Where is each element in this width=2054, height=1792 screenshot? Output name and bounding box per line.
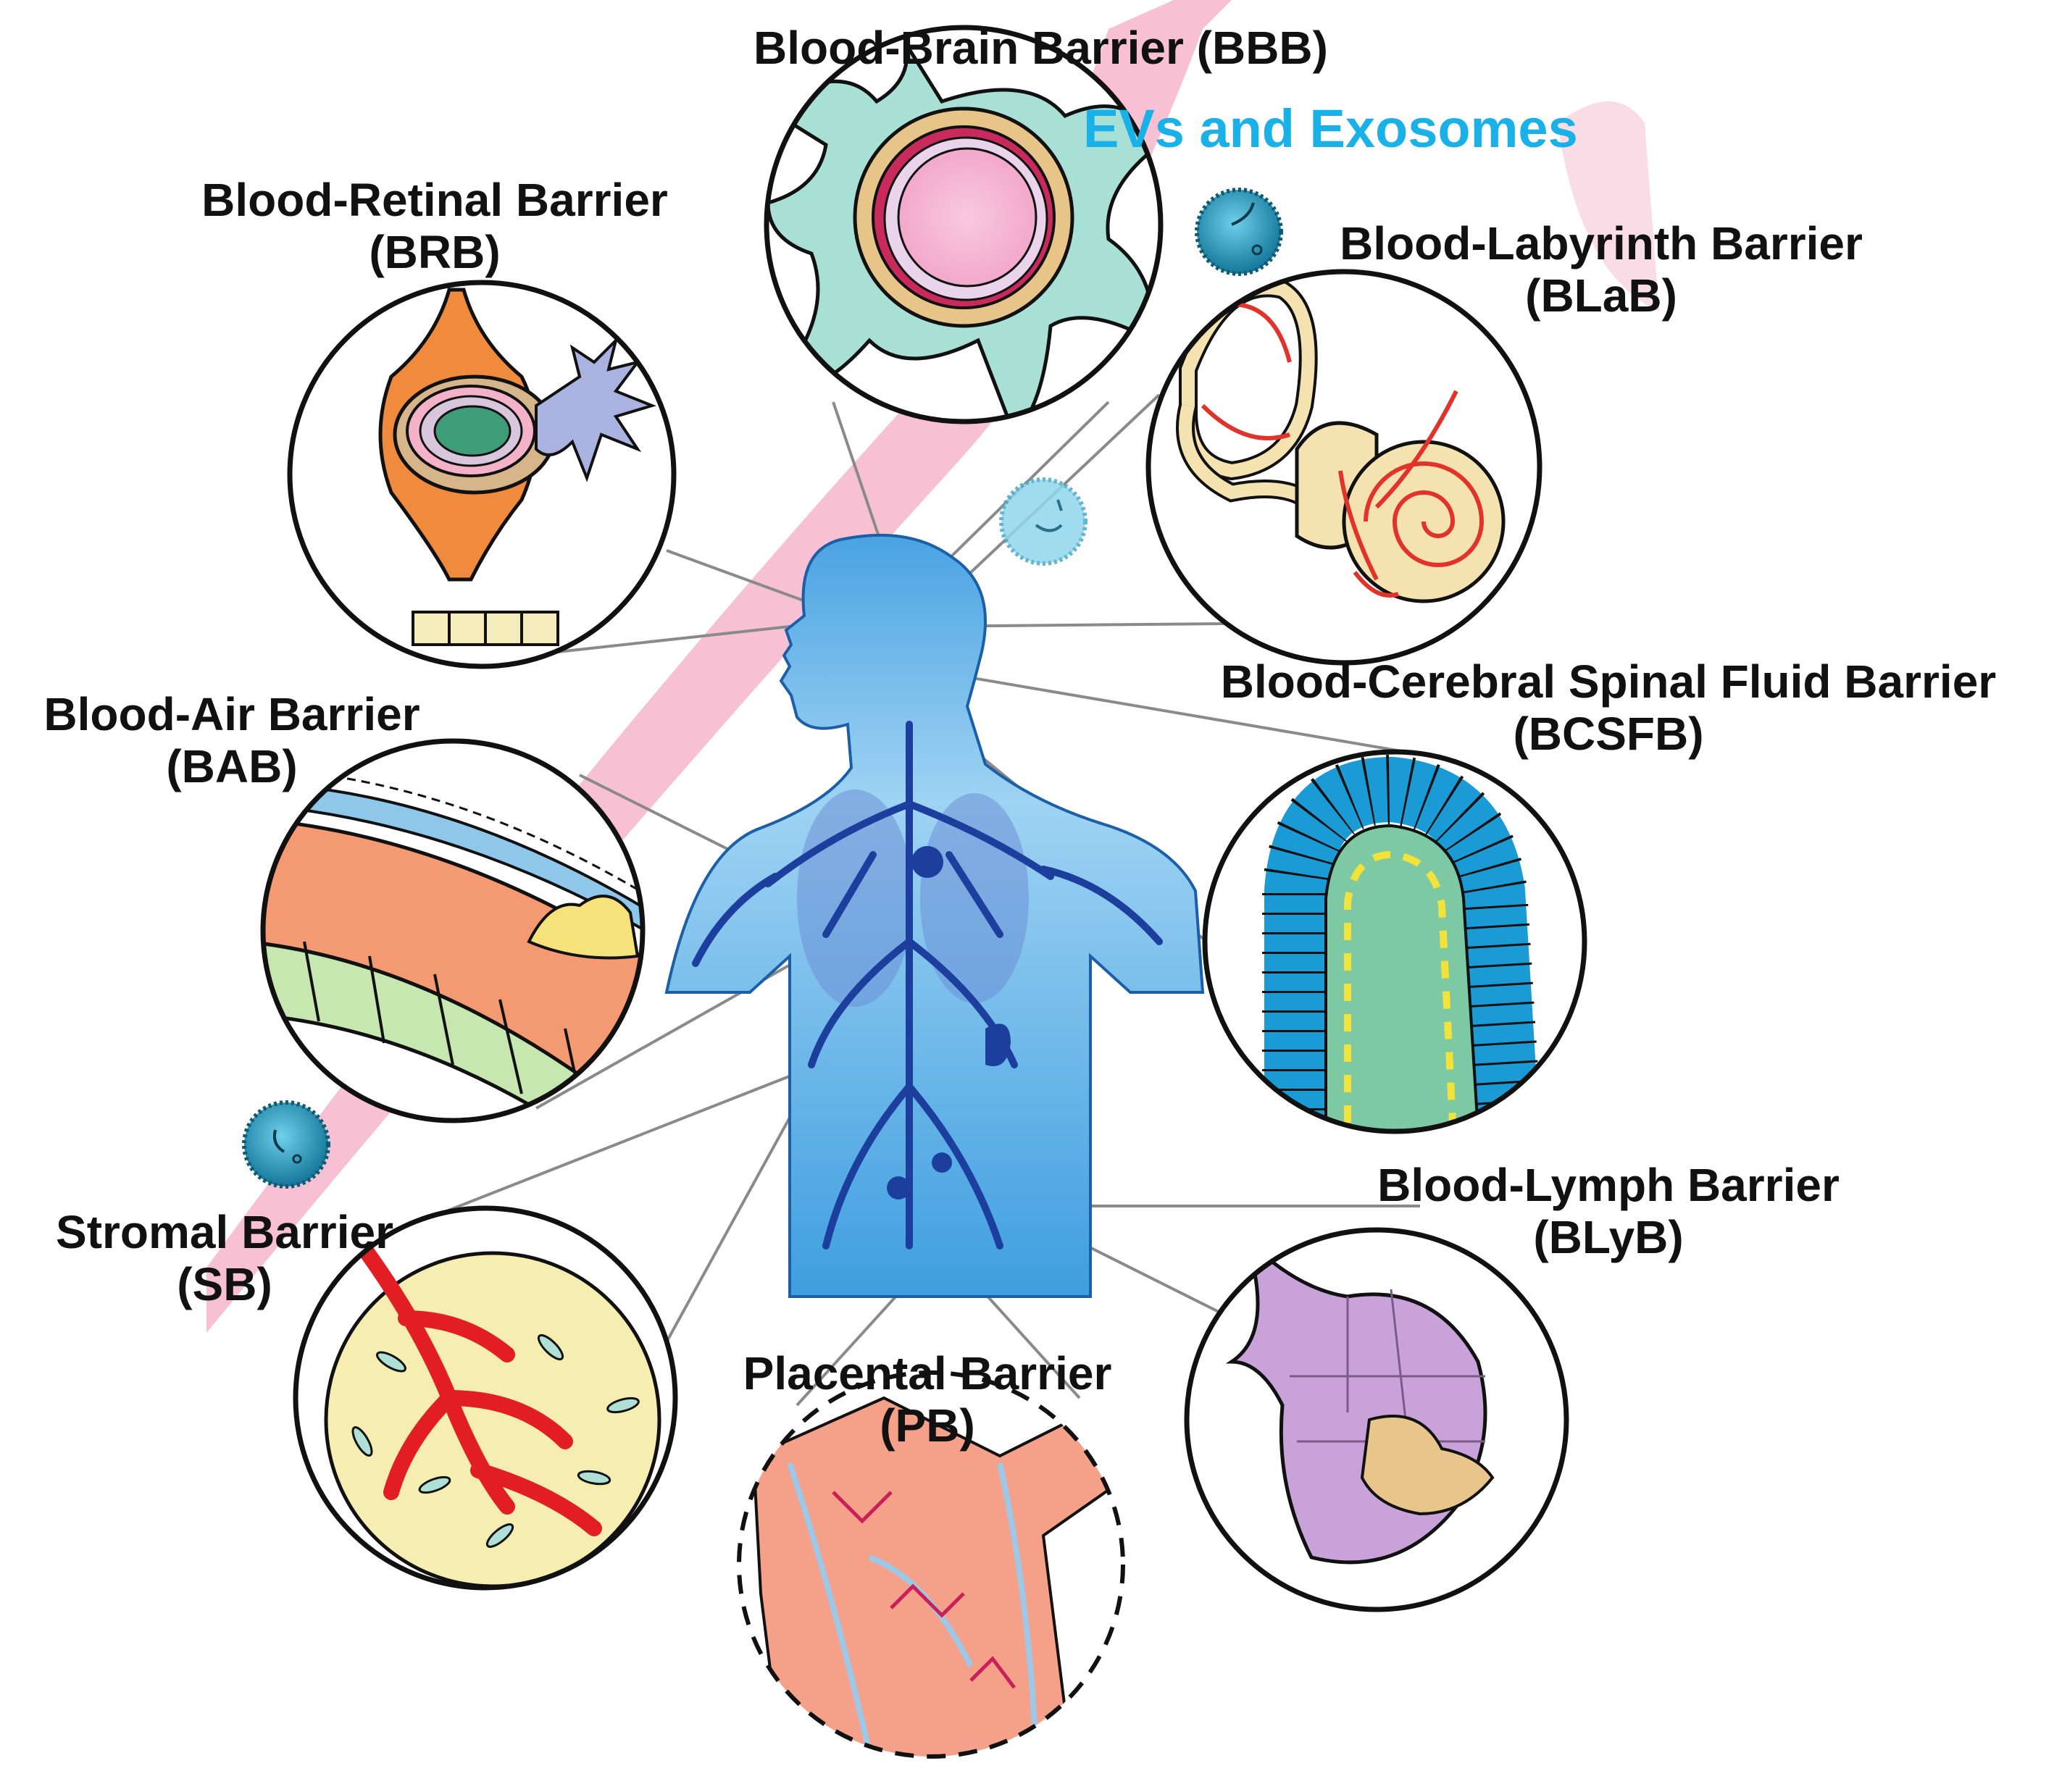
exosome-vesicle-icon xyxy=(242,1100,330,1189)
label-sb-name: Stromal Barrier xyxy=(56,1206,393,1258)
lymph-node-icon xyxy=(1184,1227,1569,1612)
retinal-cell-icon xyxy=(287,280,677,669)
alveolar-wall-icon xyxy=(260,738,646,1123)
label-brb: Blood-Retinal Barrier (BRB) xyxy=(159,174,710,279)
label-blab-name: Blood-Labyrinth Barrier xyxy=(1340,217,1863,269)
label-pb-name: Placental Barrier xyxy=(743,1347,1112,1399)
exosome-vesicle-icon xyxy=(1195,188,1283,276)
label-bab-abbr: (BAB) xyxy=(166,740,298,793)
label-pb: Placental Barrier (PB) xyxy=(696,1347,1159,1452)
label-bcsfb: Blood-Cerebral Spinal Fluid Barrier (BCS… xyxy=(1174,656,2043,761)
label-bcsfb-name: Blood-Cerebral Spinal Fluid Barrier xyxy=(1220,656,1997,708)
label-blab: Blood-Labyrinth Barrier (BLaB) xyxy=(1304,217,1898,322)
label-blyb-abbr: (BLyB) xyxy=(1533,1211,1684,1264)
label-bcsfb-abbr: (BCSFB) xyxy=(1513,708,1704,761)
inner-ear-icon xyxy=(1145,269,1542,666)
label-bbb: Blood-Brain Barrier (BBB) xyxy=(753,22,1328,74)
human-torso-icon xyxy=(664,533,1205,1298)
stromal-vessel-icon xyxy=(293,1205,678,1591)
evs-exosomes-title: EVs and Exosomes xyxy=(1083,99,1578,159)
label-blab-abbr: (BLaB) xyxy=(1525,269,1677,322)
label-brb-name: Blood-Retinal Barrier xyxy=(201,174,668,226)
choroid-plexus-icon xyxy=(1202,749,1587,1134)
label-bab: Blood-Air Barrier (BAB) xyxy=(14,688,449,793)
label-sb-abbr: (SB) xyxy=(177,1258,272,1311)
brain-capillary-icon xyxy=(764,25,1164,424)
label-brb-abbr: (BRB) xyxy=(369,226,501,279)
label-sb: Stromal Barrier (SB) xyxy=(29,1206,420,1311)
exosome-vesicle-icon xyxy=(999,477,1087,566)
placenta-villi-icon xyxy=(737,1370,1125,1759)
label-pb-abbr: (PB) xyxy=(880,1399,975,1452)
label-blyb-name: Blood-Lymph Barrier xyxy=(1377,1159,1840,1211)
label-bab-name: Blood-Air Barrier xyxy=(43,688,420,740)
label-bbb-name: Blood-Brain Barrier (BBB) xyxy=(753,22,1328,74)
label-blyb: Blood-Lymph Barrier (BLyB) xyxy=(1348,1159,1869,1264)
